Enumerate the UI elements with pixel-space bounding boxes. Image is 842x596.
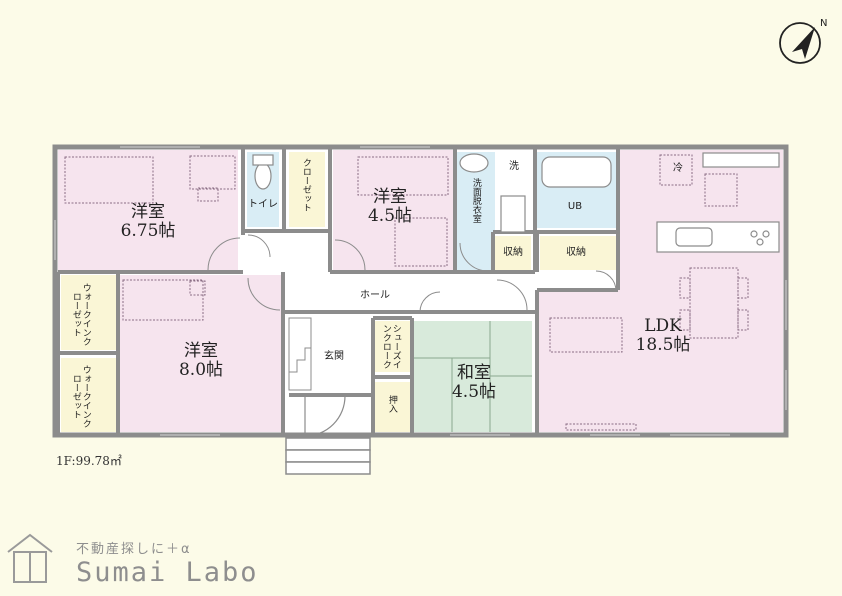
hall-label: ホール: [360, 290, 390, 301]
room-name: 洋室: [131, 202, 165, 222]
room-western-675-label: 洋室 6.75帖: [118, 203, 178, 240]
logo-house-icon: [7, 533, 53, 583]
ub-label: UB: [567, 201, 583, 212]
entrance-steps: [285, 437, 371, 475]
closet-area: [289, 152, 325, 227]
room-name: 洋室: [184, 341, 218, 361]
windows: [54, 146, 787, 436]
walkin-closet-label-2: ウォークインクローゼット: [70, 364, 91, 428]
logo-name: Sumai Labo: [76, 557, 259, 588]
oshiire-area: [375, 382, 410, 432]
walkin-closet-2: [61, 358, 116, 432]
kitchen-counter: [656, 152, 780, 253]
washer-label: 洗: [509, 161, 519, 172]
floor-area: 1F:99.78㎡: [56, 454, 122, 468]
room-size: 4.5帖: [451, 381, 497, 402]
walkin-closet-1: [61, 275, 116, 350]
storage-label-2: 収納: [566, 247, 586, 258]
entrance-door: [304, 395, 346, 437]
room-name: 和室: [457, 363, 491, 383]
room-name: 洋室: [373, 187, 407, 207]
tatami-lines: [414, 321, 532, 432]
room-name: LDK: [644, 316, 682, 336]
oshiire-label: 押入: [386, 395, 397, 413]
entrance-cabinet: [288, 317, 312, 391]
entrance-label: 玄関: [324, 351, 344, 362]
compass-north-label: N: [820, 18, 827, 29]
logo-tagline: 不動産探しに＋α: [76, 542, 192, 557]
closet-label: クローゼット: [300, 158, 311, 212]
room-western-675: [58, 150, 238, 270]
washroom-label: 洗面脱衣室: [470, 178, 481, 223]
room-size: 18.5帖: [635, 334, 691, 355]
room-western-80: [118, 275, 281, 432]
storage-area-1: [495, 236, 531, 270]
room-western-45-label: 洋室 4.5帖: [362, 188, 418, 225]
compass-icon: N: [779, 18, 827, 64]
walkin-closet-label-1: ウォークインクローゼット: [70, 282, 91, 346]
storage-area-2: [540, 236, 616, 270]
room-size: 4.5帖: [367, 205, 413, 226]
room-size: 8.0帖: [178, 359, 224, 380]
door-swings: [207, 234, 617, 313]
room-ldk-label: LDK 18.5帖: [628, 317, 698, 354]
hall-floor: [286, 275, 496, 310]
shoe-closet-label: シューズインクローク: [380, 323, 401, 369]
storage-label-1: 収納: [503, 247, 523, 258]
room-size: 6.75帖: [120, 220, 176, 241]
hall-upper: [246, 235, 328, 270]
room-western-45: [333, 150, 453, 270]
room-western-80-label: 洋室 8.0帖: [172, 342, 230, 379]
fridge-label: 冷: [673, 163, 683, 174]
bath-fixtures: [252, 153, 612, 233]
shoe-closet-area: [375, 321, 410, 372]
room-ldk: [538, 150, 783, 432]
toilet-label: トイレ: [248, 199, 278, 210]
internal-walls: [56, 149, 620, 434]
furniture: [64, 154, 749, 431]
room-washitsu-label: 和室 4.5帖: [446, 364, 502, 401]
